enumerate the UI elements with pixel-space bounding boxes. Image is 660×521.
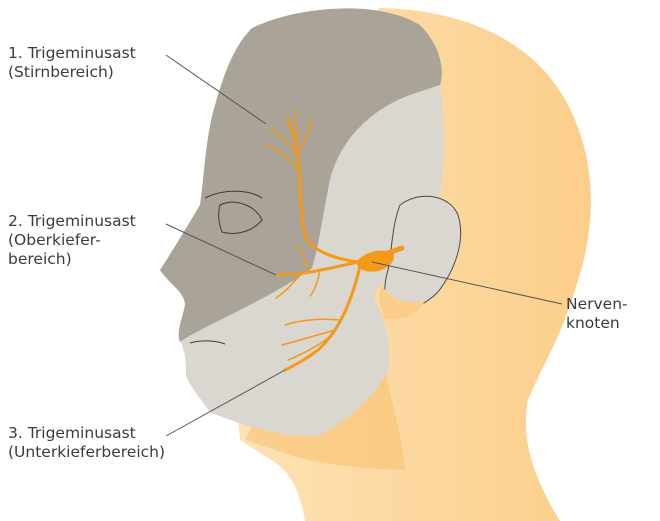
label-branch-2-region-cont: bereich) bbox=[8, 250, 136, 269]
label-ganglion: Nerven- knoten bbox=[566, 295, 628, 333]
label-branch-2: 2. Trigeminusast (Oberkiefer- bereich) bbox=[8, 212, 136, 269]
label-branch-2-title: 2. Trigeminusast bbox=[8, 212, 136, 231]
label-branch-1: 1. Trigeminusast (Stirnbereich) bbox=[8, 44, 136, 82]
label-branch-1-region: (Stirnbereich) bbox=[8, 63, 136, 82]
label-ganglion-line2: knoten bbox=[566, 314, 628, 333]
label-ganglion-line1: Nerven- bbox=[566, 295, 628, 314]
label-branch-2-region: (Oberkiefer- bbox=[8, 231, 136, 250]
label-branch-3: 3. Trigeminusast (Unterkieferbereich) bbox=[8, 424, 165, 462]
label-branch-3-region: (Unterkieferbereich) bbox=[8, 443, 165, 462]
label-branch-1-title: 1. Trigeminusast bbox=[8, 44, 136, 63]
label-branch-3-title: 3. Trigeminusast bbox=[8, 424, 165, 443]
